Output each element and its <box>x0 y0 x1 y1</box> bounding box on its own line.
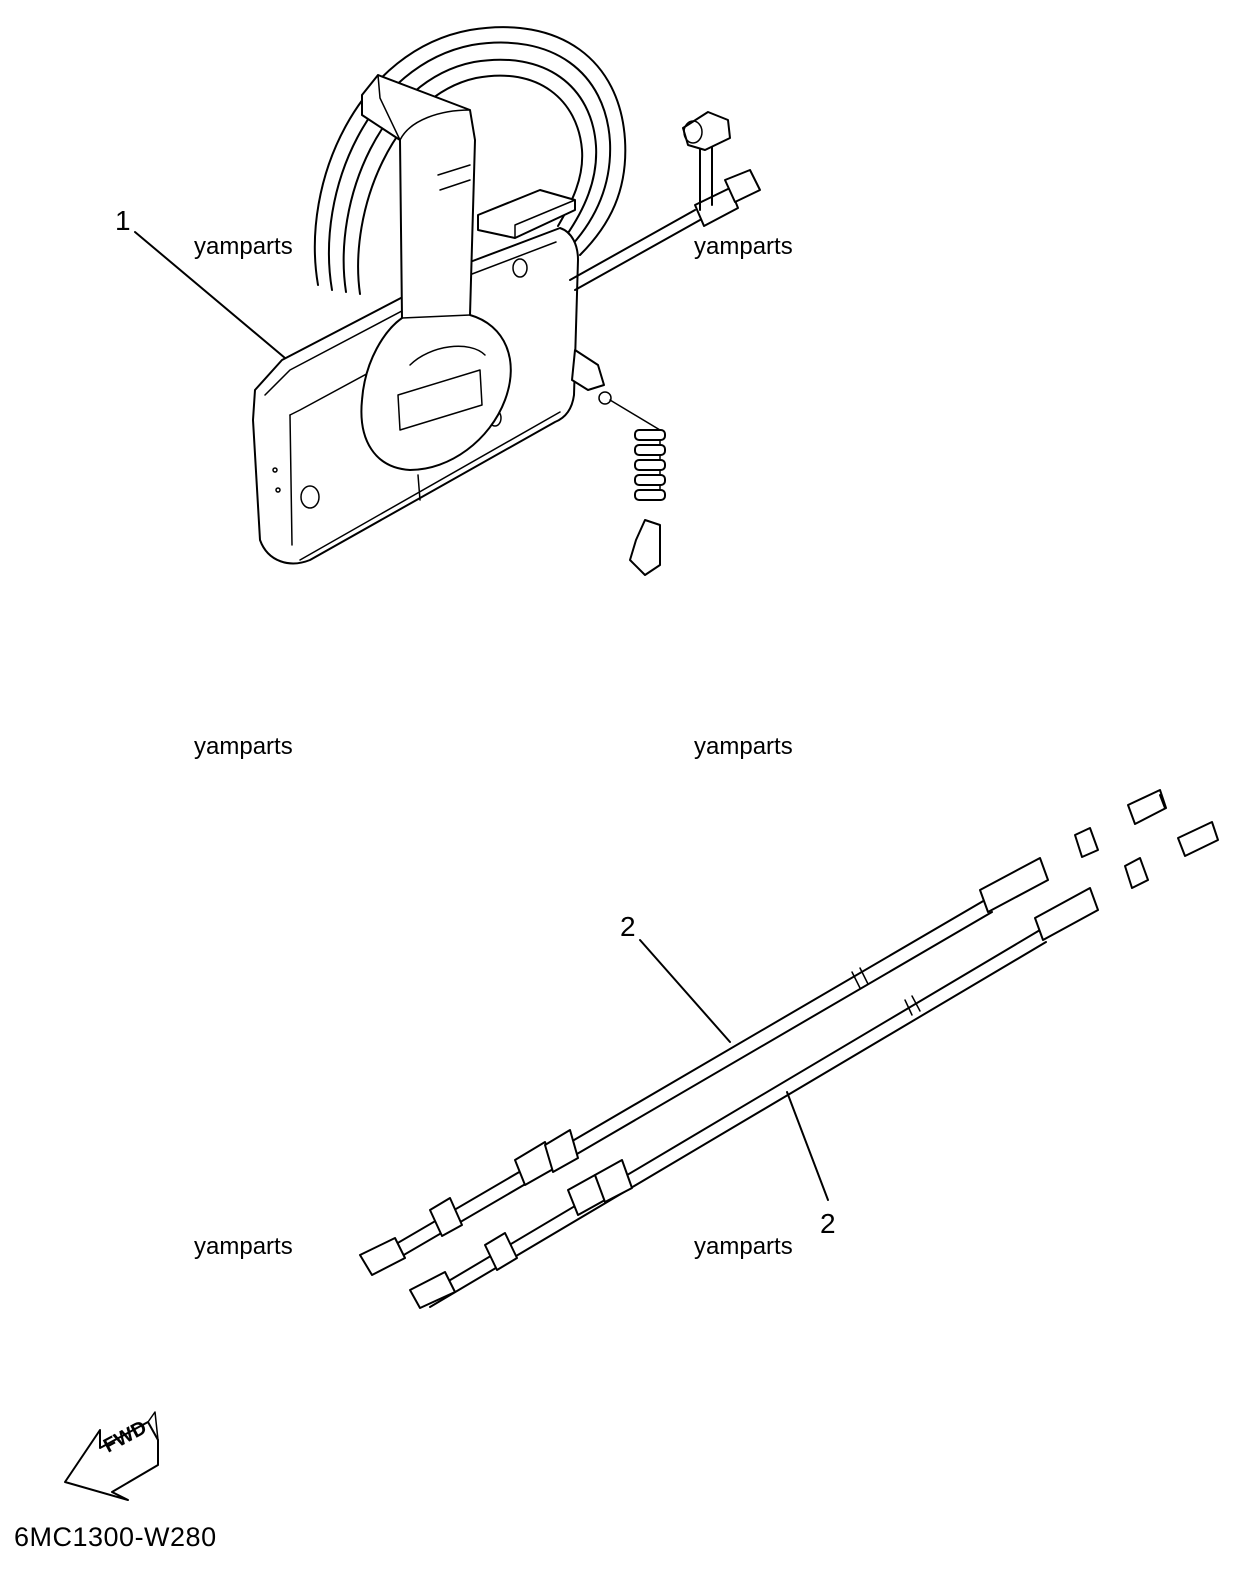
fwd-arrow-icon <box>64 1411 159 1501</box>
control-lever <box>360 74 576 471</box>
watermark-middle-left: yamparts <box>194 733 293 760</box>
leader-line-2b <box>786 1091 829 1201</box>
callout-part-2-upper: 2 <box>620 911 636 942</box>
lanyard <box>571 349 666 576</box>
diagram-code: 6MC1300-W280 <box>14 1522 217 1552</box>
callout-part-2-lower: 2 <box>820 1208 836 1239</box>
cable-lower <box>409 821 1219 1309</box>
callout-part-1: 1 <box>115 205 131 236</box>
cable-break-marks <box>851 967 921 1016</box>
watermark-top-left: yamparts <box>194 233 293 260</box>
top-fittings <box>569 111 761 291</box>
leader-line-1 <box>134 231 286 359</box>
leader-line-2a <box>639 939 731 1043</box>
watermark-middle-right: yamparts <box>694 733 793 760</box>
cable-upper <box>359 789 1167 1276</box>
watermark-top-right: yamparts <box>694 233 793 260</box>
watermark-bottom-right: yamparts <box>694 1233 793 1260</box>
cable-coil <box>313 26 627 295</box>
watermark-bottom-left: yamparts <box>194 1233 293 1260</box>
